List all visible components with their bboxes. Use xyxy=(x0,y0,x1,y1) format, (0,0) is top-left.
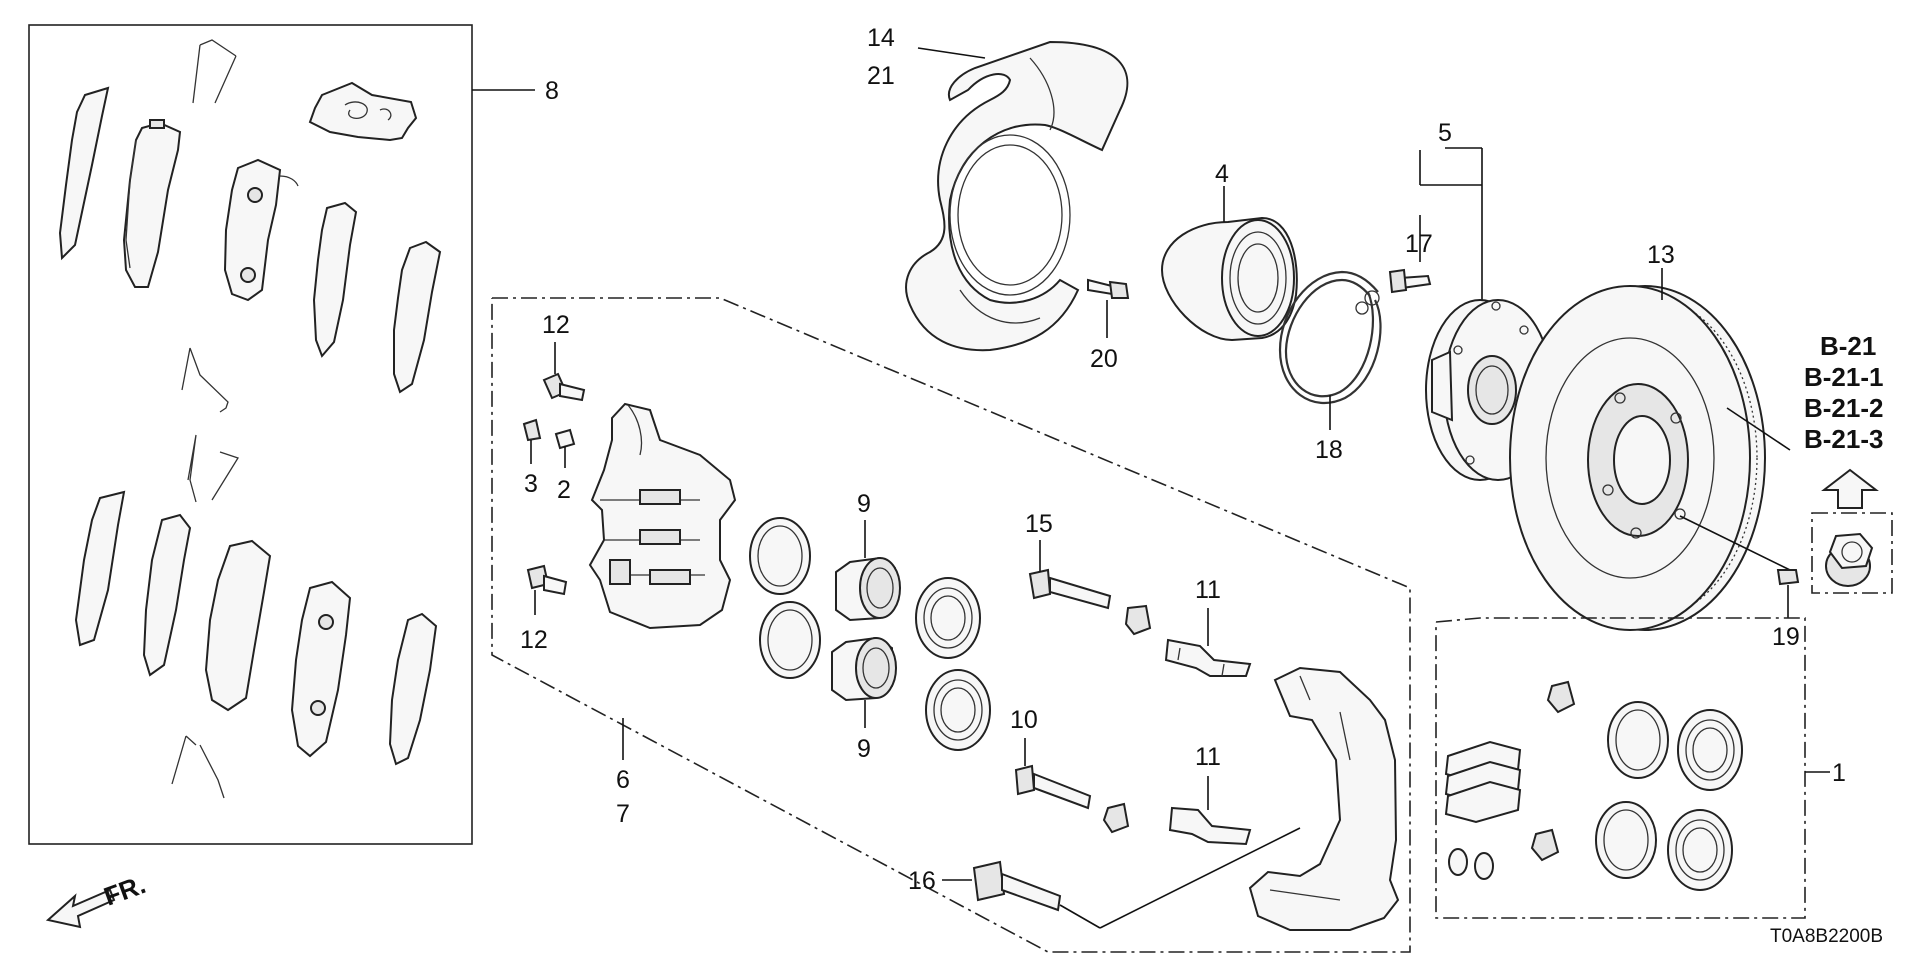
label-21: 21 xyxy=(867,62,895,90)
direction-label: FR. xyxy=(100,869,150,912)
direction-indicator: FR. xyxy=(45,869,150,929)
reference-group: B-21 B-21-1 B-21-2 B-21-3 xyxy=(1804,331,1893,594)
seal-kit-boot-upper[interactable] xyxy=(1546,680,1576,714)
label-12b: 12 xyxy=(520,626,548,654)
seal-kit-seal-upper[interactable] xyxy=(1607,701,1669,779)
pad-clip-upper[interactable] xyxy=(192,39,237,104)
label-18: 18 xyxy=(1315,436,1343,464)
brake-pad-lower-right[interactable] xyxy=(290,580,352,758)
label-9a: 9 xyxy=(857,490,871,518)
caliper-bracket[interactable] xyxy=(1248,666,1400,931)
caliper-piston-lower[interactable] xyxy=(831,636,897,702)
splash-guard[interactable] xyxy=(905,40,1129,352)
caliper-body[interactable] xyxy=(588,402,737,630)
brake-pad-lower-center[interactable] xyxy=(204,539,272,712)
seal-kit-boot-lower[interactable] xyxy=(1530,828,1560,862)
piston-seal-lower[interactable] xyxy=(759,601,821,679)
pin-boot-lower[interactable] xyxy=(1102,802,1130,834)
label-9b: 9 xyxy=(857,735,871,763)
bleeder-cap[interactable] xyxy=(522,418,542,442)
caliper-piston-upper[interactable] xyxy=(835,556,901,622)
pad-clip-upper-lower[interactable] xyxy=(181,347,229,413)
bleeder-screw[interactable] xyxy=(554,428,576,450)
pad-kit-group: 8 xyxy=(28,24,559,845)
label-14: 14 xyxy=(867,24,895,52)
pad-clip-lower-bottom[interactable] xyxy=(171,735,225,799)
reference-b21-1[interactable]: B-21-1 xyxy=(1804,362,1883,392)
piston-seal-upper[interactable] xyxy=(749,517,811,595)
pad-shim-upper-right-2[interactable] xyxy=(393,240,442,394)
label-17: 17 xyxy=(1405,230,1433,258)
seal-kit-seal-lower[interactable] xyxy=(1595,801,1657,879)
hub-bearing[interactable] xyxy=(1160,216,1298,342)
arrow-front-icon xyxy=(45,888,116,929)
pad-shim-sheet[interactable] xyxy=(308,81,418,142)
snap-ring[interactable] xyxy=(1278,270,1382,405)
seal-kit-box xyxy=(1435,617,1806,919)
pad-retainer-upper[interactable] xyxy=(1164,638,1252,677)
label-7: 7 xyxy=(616,800,630,828)
pad-shim-lower-left-2[interactable] xyxy=(142,513,192,677)
seal-kit-shims[interactable] xyxy=(1444,740,1522,824)
seal-kit-washers[interactable] xyxy=(1448,848,1494,880)
pad-clip-lower-top[interactable] xyxy=(187,434,239,503)
arrow-up-icon xyxy=(1821,468,1879,509)
reference-b21[interactable]: B-21 xyxy=(1820,331,1876,361)
label-2: 2 xyxy=(557,476,571,504)
disc-screw[interactable] xyxy=(1776,569,1800,586)
diagram-code: T0A8B2200B xyxy=(1770,926,1883,947)
pad-shim-upper-right-1[interactable] xyxy=(312,201,358,358)
flange-nut-icon xyxy=(1825,532,1874,587)
label-15: 15 xyxy=(1025,510,1053,538)
brake-pad-upper-center[interactable] xyxy=(223,158,299,302)
label-13: 13 xyxy=(1647,241,1675,269)
guide-pin-upper[interactable] xyxy=(1028,568,1112,610)
seal-kit-dust-boot-lower[interactable] xyxy=(1667,809,1733,891)
label-16: 16 xyxy=(908,867,936,895)
label-19: 19 xyxy=(1772,623,1800,651)
wheel-stud[interactable] xyxy=(1388,268,1432,294)
label-11a: 11 xyxy=(1195,576,1221,604)
label-5: 5 xyxy=(1438,119,1452,147)
reference-b21-3[interactable]: B-21-3 xyxy=(1804,424,1883,454)
pad-retainer-lower[interactable] xyxy=(1168,806,1252,846)
reference-b21-2[interactable]: B-21-2 xyxy=(1804,393,1883,423)
caliper-kit-box xyxy=(491,297,1411,953)
splash-guard-bolt[interactable] xyxy=(1087,278,1130,299)
label-1: 1 xyxy=(1832,759,1846,787)
label-10: 10 xyxy=(1010,706,1038,734)
pad-kit-box xyxy=(28,24,473,845)
label-4: 4 xyxy=(1215,160,1229,188)
label-11b: 11 xyxy=(1195,743,1221,771)
label-12a: 12 xyxy=(542,311,570,339)
nut-box xyxy=(1811,512,1893,594)
brake-disc[interactable] xyxy=(1509,285,1766,631)
dust-boot-lower[interactable] xyxy=(925,669,991,751)
caliper-bolt-upper[interactable] xyxy=(542,372,586,402)
dust-boot-upper[interactable] xyxy=(915,577,981,659)
brake-pad-upper-left[interactable] xyxy=(122,119,182,288)
label-6: 6 xyxy=(616,766,630,794)
pad-shim-outer-lower-left[interactable] xyxy=(74,490,126,647)
label-8: 8 xyxy=(545,77,559,105)
seal-kit-dust-boot-upper[interactable] xyxy=(1677,709,1743,791)
guide-pin-lower[interactable] xyxy=(1014,764,1092,810)
pin-boot-upper[interactable] xyxy=(1124,604,1152,636)
bracket-bolt[interactable] xyxy=(972,860,1062,912)
pad-shim-outer-left[interactable] xyxy=(58,86,110,261)
label-3: 3 xyxy=(524,470,538,498)
label-20: 20 xyxy=(1090,345,1118,373)
pad-shim-lower-right[interactable] xyxy=(388,612,438,766)
caliper-bolt-lower[interactable] xyxy=(526,564,568,596)
